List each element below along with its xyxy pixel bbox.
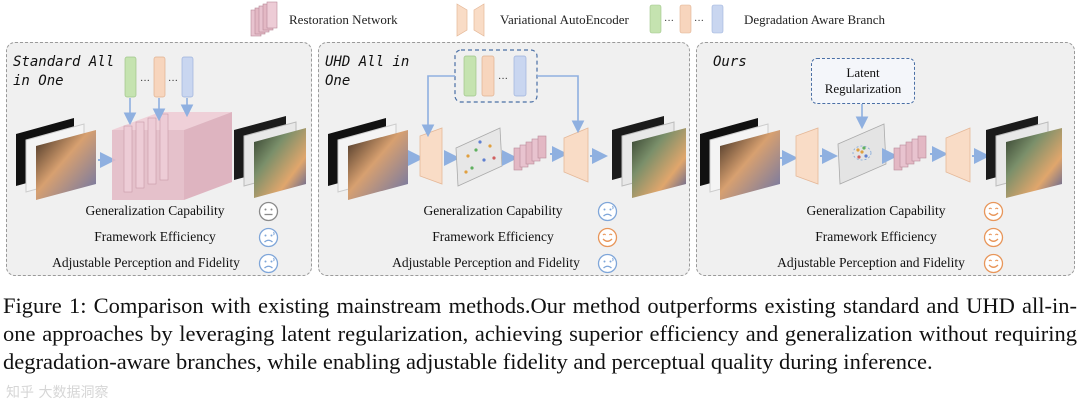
legend-vae-label: Variational AutoEncoder [500, 12, 629, 27]
metric-adjustable: Adjustable Perception and Fidelity [392, 255, 580, 270]
vae-decoder [945, 127, 971, 183]
metric-generalization: Generalization Capability [423, 203, 563, 218]
watermark: 知乎 大数据洞察 [6, 385, 109, 401]
input-image-stack [700, 118, 780, 200]
neutral-face-icon [258, 201, 279, 222]
metric-generalization: Generalization Capability [85, 203, 225, 218]
latent-regularization-box: Latent Regularization [811, 58, 915, 104]
metric-generalization: Generalization Capability [806, 203, 946, 218]
metric-adjustable: Adjustable Perception and Fidelity [52, 255, 240, 270]
metric-adjustable: Adjustable Perception and Fidelity [777, 255, 965, 270]
degradation-branch-icon: ··· ··· [649, 4, 724, 34]
legend: ··· ··· Restoration Network Variational … [0, 0, 1080, 40]
svg-text:···: ··· [168, 76, 178, 87]
happy-face-icon [983, 253, 1004, 274]
legend-restoration-label: Restoration Network [289, 12, 398, 27]
output-image-stack [612, 116, 686, 198]
metric-efficiency: Framework Efficiency [432, 229, 554, 244]
latent-space-plane [837, 123, 887, 185]
sad-face-icon [597, 201, 618, 222]
svg-text:···: ··· [498, 74, 508, 85]
latent-regularization-label: Latent Regularization [824, 65, 902, 96]
restoration-network-small [513, 135, 547, 171]
happy-face-icon [983, 227, 1004, 248]
restoration-network-small [893, 135, 927, 171]
diagram-drawings: ··· ··· [16, 49, 1062, 200]
degradation-branch-modules: ··· [421, 49, 585, 138]
restoration-network-block [112, 112, 232, 200]
panel-title: UHD All in One [325, 54, 410, 89]
sad-face-icon [258, 227, 279, 248]
output-image-stack [234, 116, 306, 198]
input-image-stack [328, 118, 408, 200]
svg-text:···: ··· [140, 76, 150, 87]
sad-face-icon [597, 253, 618, 274]
panel-title: Standard All in One [13, 54, 115, 89]
figure-caption: Figure 1: Comparison with existing mains… [3, 293, 1077, 374]
output-image-stack [986, 116, 1062, 198]
metric-efficiency: Framework Efficiency [815, 229, 937, 244]
vae-decoder [563, 127, 589, 183]
happy-face-icon [597, 227, 618, 248]
vae-encoder [419, 127, 443, 185]
legend-icons: ··· ··· [250, 1, 724, 37]
svg-text:···: ··· [694, 16, 704, 27]
legend-dab-label: Degradation Aware Branch [744, 12, 886, 27]
panel-title: Ours [713, 54, 747, 70]
degradation-branch-modules: ··· ··· [123, 56, 194, 126]
latent-space-plane [455, 127, 503, 187]
metric-efficiency: Framework Efficiency [94, 229, 216, 244]
restoration-network-icon [250, 1, 278, 37]
sad-face-icon [258, 253, 279, 274]
vae-icon [456, 3, 485, 37]
vae-encoder [795, 127, 819, 185]
happy-face-icon [983, 201, 1004, 222]
input-image-stack [16, 118, 96, 200]
svg-text:···: ··· [664, 16, 674, 27]
